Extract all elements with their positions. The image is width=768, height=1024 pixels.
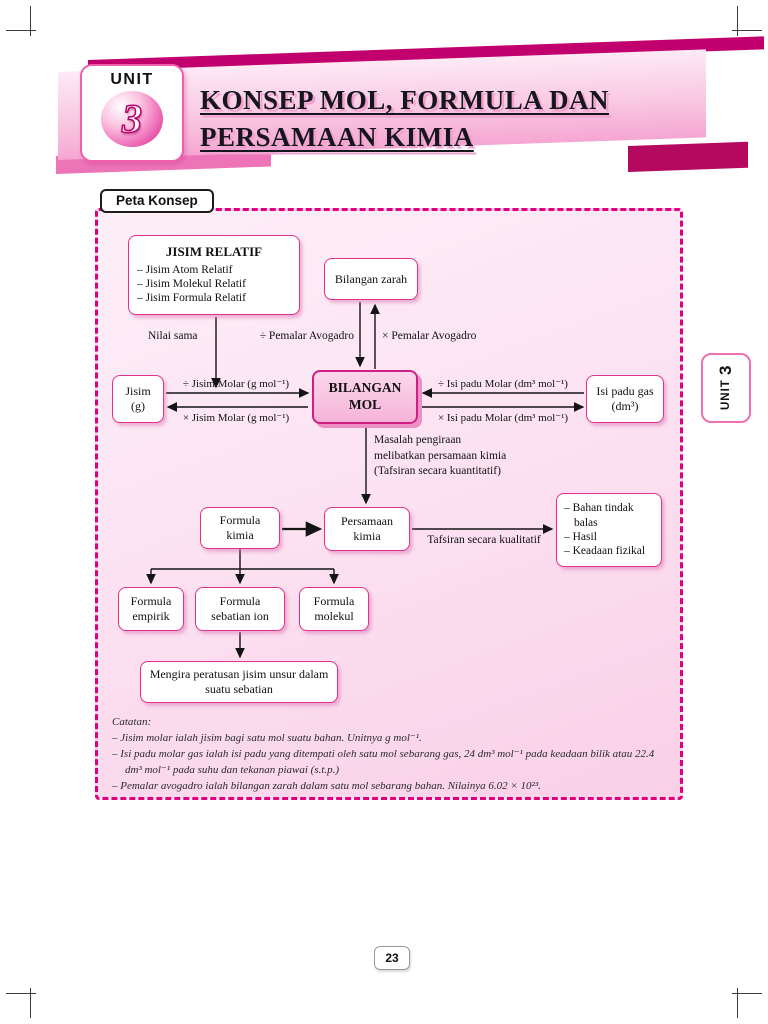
unit-badge: UNIT 3 bbox=[80, 64, 184, 162]
label-line: melibatkan persamaan kimia bbox=[374, 449, 507, 462]
list-item: – Jisim Atom Relatif bbox=[137, 263, 233, 276]
list-item: – Hasil bbox=[564, 531, 597, 543]
label-isi-padu-molar-mul: × Isi padu Molar (dm³ mol⁻¹) bbox=[437, 412, 569, 424]
label-line: Masalah pengiraan bbox=[374, 434, 462, 446]
crop-mark bbox=[6, 30, 36, 31]
section-label-peta-konsep: Peta Konsep bbox=[100, 189, 214, 213]
box-formula-empirik: Formula empirik bbox=[118, 587, 184, 631]
box-mengira-peratusan: Mengira peratusan jisim unsur dalam suat… bbox=[140, 661, 338, 703]
crop-mark bbox=[6, 993, 36, 994]
catatan-notes: Catatan: – Jisim molar ialah jisim bagi … bbox=[112, 715, 670, 795]
connector-arrows bbox=[146, 302, 585, 659]
unit-number-ball: 3 bbox=[101, 91, 163, 147]
box-formula-molekul: Formula molekul bbox=[299, 587, 369, 631]
box-formula-kimia: Formula kimia bbox=[200, 507, 280, 549]
crop-mark bbox=[30, 988, 31, 1018]
catatan-title: Catatan: bbox=[112, 716, 152, 728]
page-title: KONSEP MOL, FORMULA DAN PERSAMAAN KIMIA bbox=[200, 82, 609, 156]
list-item: – Jisim Formula Relatif bbox=[137, 292, 246, 305]
box-bilangan-zarah: Bilangan zarah bbox=[324, 258, 418, 300]
page-number: 23 bbox=[374, 946, 410, 970]
list-item: – Bahan tindak balas bbox=[564, 502, 634, 529]
box-jisim-relatif: JISIM RELATIF – Jisim Atom Relatif – Jis… bbox=[128, 235, 300, 315]
crop-mark bbox=[737, 6, 738, 36]
side-tab-unit: UNIT 3 bbox=[701, 353, 751, 423]
list-item: – Jisim Molekul Relatif bbox=[137, 277, 246, 290]
box-jisim: Jisim (g) bbox=[112, 375, 164, 423]
unit-number: 3 bbox=[121, 96, 143, 141]
arrow-lines bbox=[146, 302, 585, 659]
unit-badge-label: UNIT bbox=[110, 71, 154, 88]
title-line-1: KONSEP MOL, FORMULA DAN bbox=[200, 85, 610, 115]
banner-accent-right bbox=[628, 141, 748, 172]
list-item: – Keadaan fizikal bbox=[564, 545, 646, 558]
box-tindak-balas: – Bahan tindak balas – Hasil – Keadaan f… bbox=[556, 493, 662, 567]
catatan-note: – Isi padu molar gas ialah isi padu yang… bbox=[112, 747, 655, 776]
label-pemalar-avogadro-mul: × Pemalar Avogadro bbox=[382, 330, 477, 342]
label-nilai-sama: Nilai sama bbox=[148, 330, 198, 342]
catatan-note: – Pemalar avogadro ialah bilangan zarah … bbox=[112, 779, 541, 792]
label-tafsiran-kualitatif: Tafsiran secara kualitatif bbox=[427, 534, 541, 546]
box-isi-padu-gas: Isi padu gas (dm³) bbox=[586, 375, 664, 423]
label-isi-padu-molar-div: ÷ Isi padu Molar (dm³ mol⁻¹) bbox=[438, 378, 568, 390]
box-formula-sebatian-ion: Formula sebatian ion bbox=[195, 587, 285, 631]
concept-map: JISIM RELATIF – Jisim Atom Relatif – Jis… bbox=[95, 208, 683, 800]
label-jisim-molar-mul: × Jisim Molar (g mol⁻¹) bbox=[182, 412, 290, 424]
label-jisim-molar-div: ÷ Jisim Molar (g mol⁻¹) bbox=[182, 378, 290, 390]
label-pemalar-avogadro-div: ÷ Pemalar Avogadro bbox=[259, 330, 354, 342]
side-tab-unit-number: 3 bbox=[716, 365, 735, 376]
title-line-2: PERSAMAAN KIMIA bbox=[200, 122, 474, 152]
box-title: JISIM RELATIF bbox=[165, 244, 263, 260]
label-masalah-pengiraan: Masalah pengiraan melibatkan persamaan k… bbox=[374, 433, 549, 480]
crop-mark bbox=[732, 30, 762, 31]
crop-mark bbox=[737, 988, 738, 1018]
box-persamaan-kimia: Persamaan kimia bbox=[324, 507, 410, 551]
catatan-note: – Jisim molar ialah jisim bagi satu mol … bbox=[112, 731, 422, 744]
label-line: (Tafsiran secara kuantitatif) bbox=[374, 465, 501, 478]
box-bilangan-mol: BILANGAN MOL bbox=[312, 370, 418, 424]
side-tab-unit-label: UNIT bbox=[720, 379, 732, 411]
crop-mark bbox=[30, 6, 31, 36]
crop-mark bbox=[732, 993, 762, 994]
